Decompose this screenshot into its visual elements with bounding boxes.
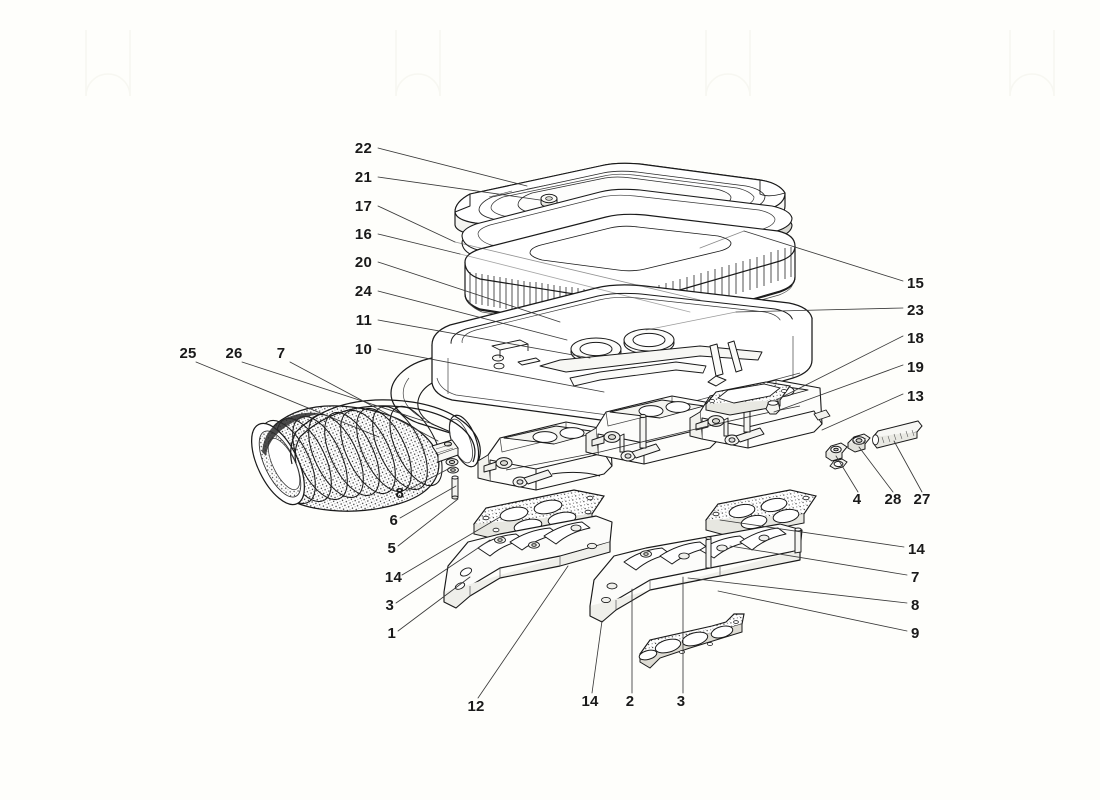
- callout-27[interactable]: 27: [913, 491, 931, 508]
- scan-artifacts: [85, 30, 1055, 97]
- callout-9[interactable]: 9: [911, 625, 920, 642]
- callout-3-left[interactable]: 3: [385, 597, 394, 614]
- spacer-19: [765, 400, 781, 415]
- callout-14-right[interactable]: 14: [908, 541, 926, 558]
- hose-clamp: [290, 399, 481, 465]
- callout-7-right[interactable]: 7: [911, 569, 920, 586]
- callout-8-right[interactable]: 8: [911, 597, 920, 614]
- callout-12[interactable]: 12: [467, 698, 485, 715]
- carburettor-1: [477, 421, 613, 491]
- spacer-sleeve: [451, 475, 459, 500]
- callout-3-bottom[interactable]: 3: [676, 693, 686, 710]
- callout-23[interactable]: 23: [907, 302, 925, 319]
- flexible-hose: [251, 405, 443, 512]
- stud-27: [872, 420, 923, 449]
- callout-21[interactable]: 21: [354, 169, 372, 186]
- callout-7-hose[interactable]: 7: [276, 345, 286, 362]
- callout-13[interactable]: 13: [907, 388, 925, 405]
- callout-22[interactable]: 22: [354, 140, 372, 157]
- clamp-screw-housing: [431, 439, 459, 463]
- air-cleaner-housing: [390, 284, 813, 468]
- callout-15[interactable]: 15: [907, 275, 925, 292]
- intake-manifold-left: [443, 515, 613, 609]
- callout-26[interactable]: 26: [225, 345, 243, 362]
- intake-duct-assembly: [251, 399, 481, 512]
- washer-pair: [445, 458, 459, 474]
- intake-manifold-right: [589, 523, 803, 623]
- callout-6[interactable]: 6: [389, 512, 398, 529]
- manifold-gasket-9: [638, 613, 745, 669]
- callout-11[interactable]: 11: [355, 312, 372, 329]
- callout-14-bottom[interactable]: 14: [581, 693, 599, 710]
- callout-8-left[interactable]: 8: [395, 485, 404, 502]
- small-hardware: [445, 458, 848, 554]
- leader-lines: [195, 147, 923, 699]
- callout-17[interactable]: 17: [354, 198, 372, 215]
- callout-16[interactable]: 16: [354, 226, 372, 243]
- callout-20[interactable]: 20: [354, 254, 372, 271]
- washer-28: [847, 433, 871, 453]
- fastener-set: [825, 420, 923, 462]
- stud-right: [794, 527, 802, 554]
- nut-4: [825, 442, 848, 462]
- callout-18[interactable]: 18: [907, 330, 925, 347]
- callout-28[interactable]: 28: [884, 491, 902, 508]
- callout-1[interactable]: 1: [387, 625, 396, 642]
- callout-25[interactable]: 25: [179, 345, 197, 362]
- callout-2[interactable]: 2: [625, 693, 635, 710]
- callout-4[interactable]: 4: [852, 491, 862, 508]
- callout-19[interactable]: 19: [907, 359, 925, 376]
- callout-24[interactable]: 24: [354, 283, 372, 300]
- callout-10[interactable]: 10: [354, 341, 372, 358]
- callout-14-left[interactable]: 14: [384, 569, 402, 586]
- flange-gasket-18: [705, 381, 791, 416]
- callout-5[interactable]: 5: [387, 540, 396, 557]
